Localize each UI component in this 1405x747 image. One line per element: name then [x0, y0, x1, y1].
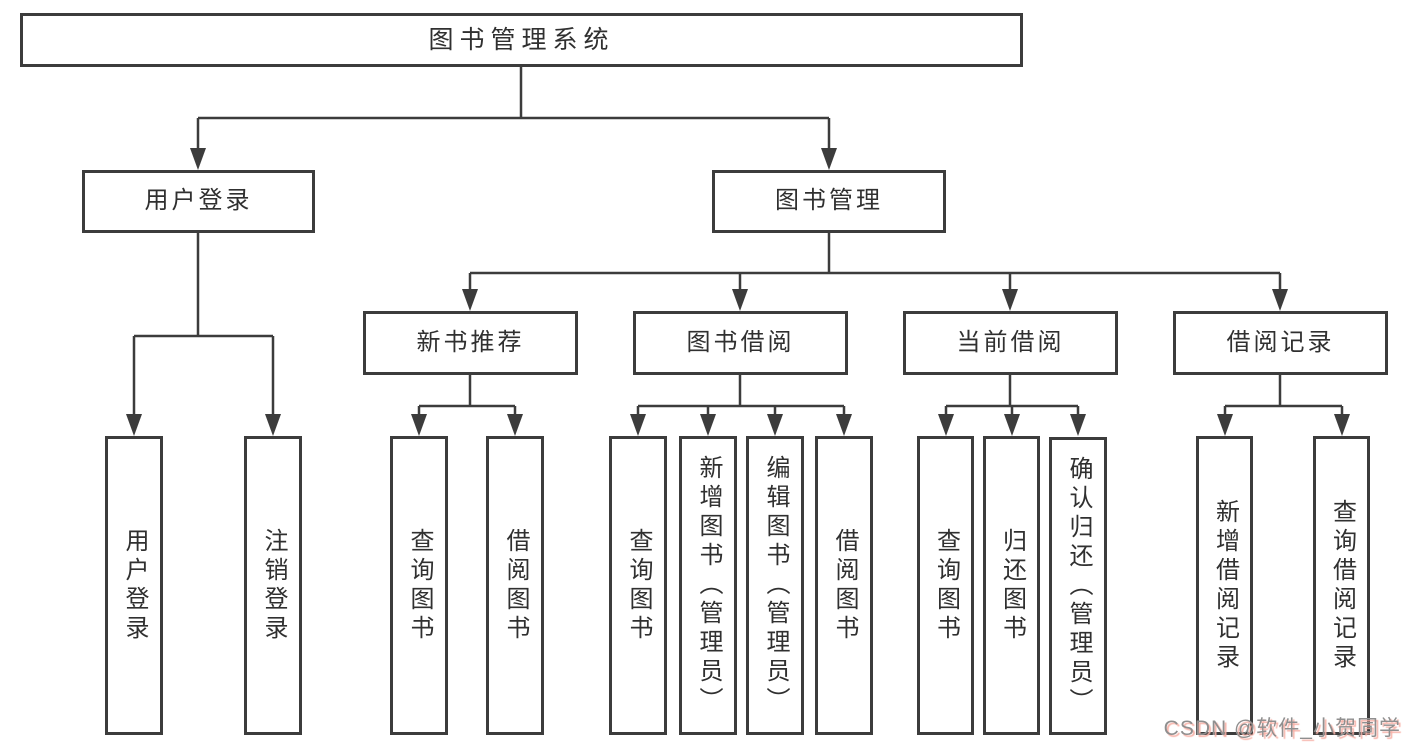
- arrowhead: [411, 414, 427, 436]
- node-leaf-recommend-query-books: 查询图书: [390, 436, 448, 735]
- node-leaf-edit-books-admin: 编辑图书（管理员）: [746, 436, 804, 735]
- node-leaf-borrow-books: 借阅图书: [815, 436, 873, 735]
- arrowhead: [700, 414, 716, 436]
- arrowhead: [462, 289, 478, 311]
- node-leaf-recommend-borrow-books: 借阅图书: [486, 436, 544, 735]
- arrowhead: [190, 148, 206, 170]
- node-leaf-query-borrow-record: 查询借阅记录: [1313, 436, 1370, 735]
- node-leaf-confirm-return-admin: 确认归还（管理员）: [1049, 437, 1107, 735]
- arrowhead: [1334, 414, 1350, 436]
- arrowhead: [1272, 289, 1288, 311]
- connector-book-borrowing: [630, 375, 852, 436]
- node-leaf-logout: 注销登录: [244, 436, 302, 735]
- arrowhead: [507, 414, 523, 436]
- node-user-login: 用户登录: [82, 170, 315, 233]
- connector-new-book-recommend: [411, 375, 523, 436]
- arrowhead: [767, 414, 783, 436]
- node-leaf-current-query-books: 查询图书: [917, 436, 974, 735]
- connector-current-borrowing: [938, 375, 1086, 436]
- connector-lines: [132, 233, 275, 416]
- connector-user-login: [126, 233, 281, 436]
- arrowhead: [630, 414, 646, 436]
- arrowhead: [126, 414, 142, 436]
- connector-borrowing-records: [1217, 375, 1350, 436]
- arrowhead: [732, 289, 748, 311]
- node-leaf-borrow-query-books: 查询图书: [609, 436, 667, 735]
- arrowhead: [1002, 289, 1018, 311]
- connector-lines: [468, 233, 1282, 291]
- arrowhead: [265, 414, 281, 436]
- connector-book-management: [462, 233, 1288, 311]
- arrowhead: [1070, 414, 1086, 436]
- node-book-borrowing: 图书借阅: [633, 311, 848, 375]
- connector-lines: [636, 375, 846, 416]
- node-new-book-recommend: 新书推荐: [363, 311, 578, 375]
- node-root-system: 图书管理系统: [20, 13, 1023, 67]
- connector-lines: [196, 67, 831, 150]
- node-leaf-add-borrow-record: 新增借阅记录: [1196, 436, 1253, 735]
- connector-lines: [1223, 375, 1344, 416]
- arrowhead: [821, 148, 837, 170]
- connector-root: [190, 67, 837, 170]
- connector-lines: [417, 375, 517, 416]
- node-leaf-return-books: 归还图书: [983, 436, 1040, 735]
- arrowhead: [1217, 414, 1233, 436]
- node-current-borrowing: 当前借阅: [903, 311, 1118, 375]
- arrowhead: [1004, 414, 1020, 436]
- node-book-management: 图书管理: [712, 170, 946, 233]
- node-borrowing-records: 借阅记录: [1173, 311, 1388, 375]
- node-leaf-add-books-admin: 新增图书（管理员）: [679, 436, 737, 735]
- csdn-watermark: CSDN @软件_小贺同学: [1163, 717, 1401, 740]
- connector-lines: [944, 375, 1080, 416]
- node-leaf-user-login: 用户登录: [105, 436, 163, 735]
- arrowhead: [836, 414, 852, 436]
- arrowhead: [938, 414, 954, 436]
